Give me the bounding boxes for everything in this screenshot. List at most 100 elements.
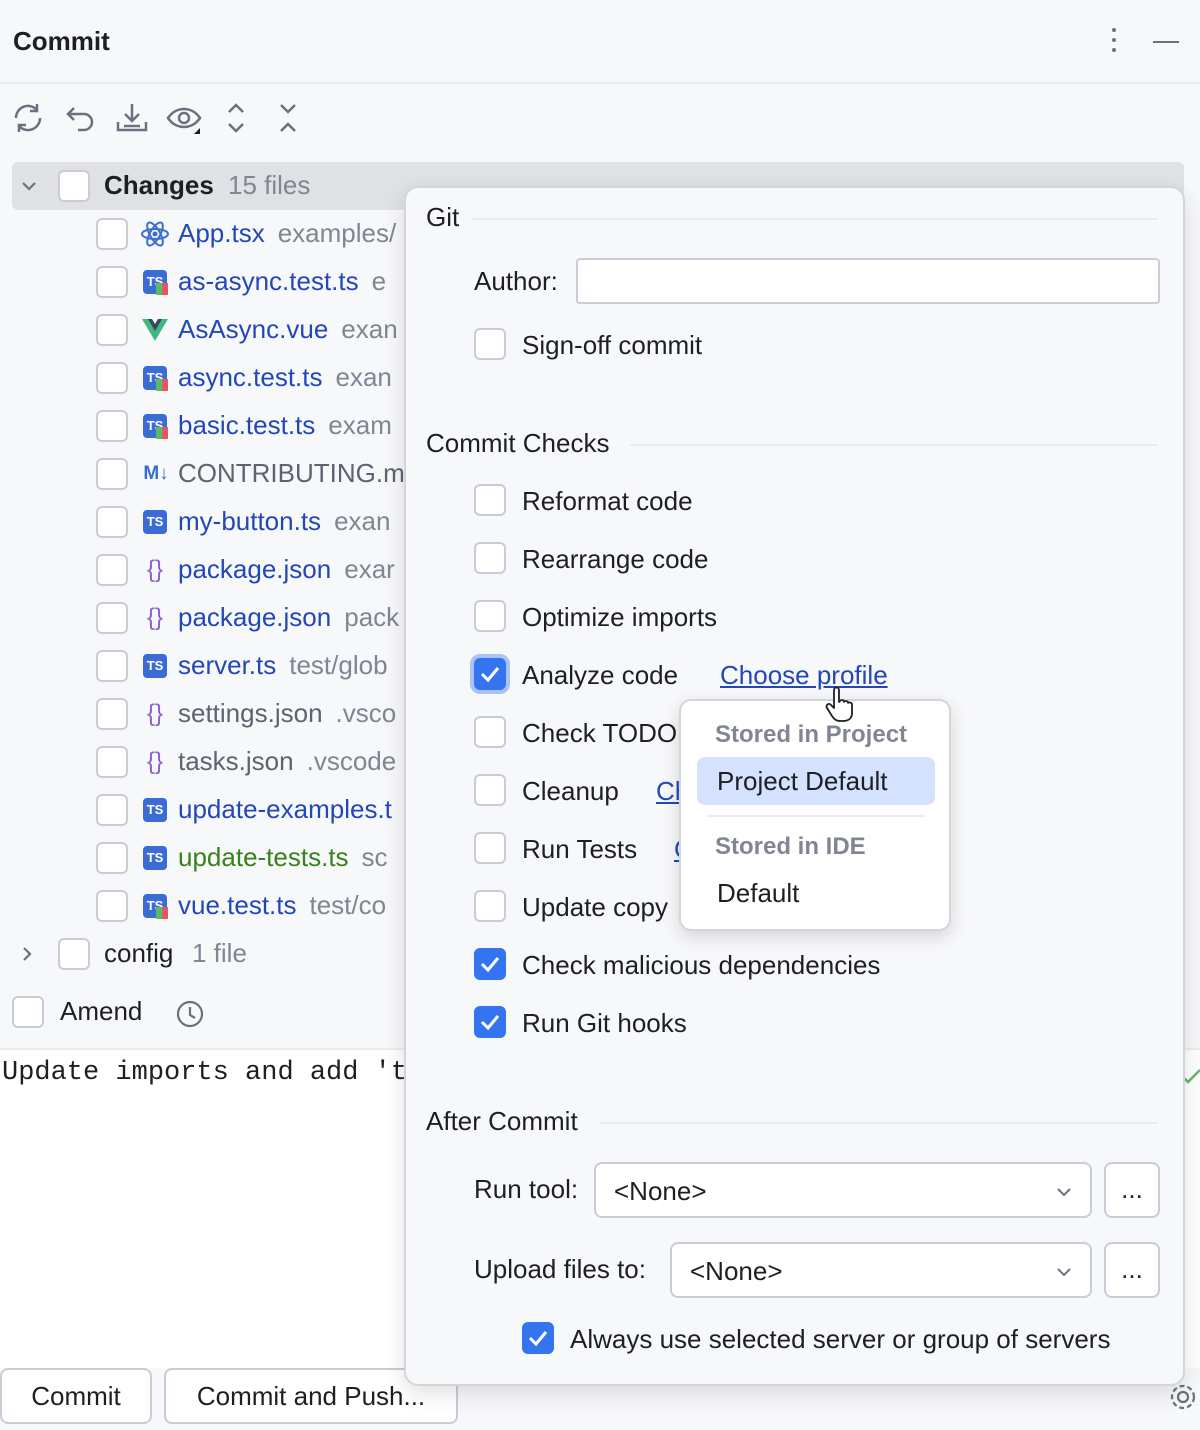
commit-button[interactable]: Commit (0, 1368, 152, 1424)
commit-check-checkbox[interactable] (474, 948, 506, 980)
file-checkbox[interactable] (96, 410, 128, 442)
more-options-icon[interactable] (1104, 28, 1124, 58)
file-row[interactable]: {}tasks.json.vscode (0, 738, 404, 786)
file-checkbox[interactable] (96, 314, 128, 346)
commit-check-checkbox[interactable] (474, 658, 506, 690)
file-path: sc (361, 842, 388, 872)
gear-icon[interactable] (1168, 1382, 1198, 1412)
amend-checkbox[interactable] (12, 996, 44, 1028)
file-checkbox[interactable] (96, 218, 128, 250)
file-checkbox[interactable] (96, 650, 128, 682)
always-use-server-checkbox[interactable] (522, 1322, 554, 1354)
file-name: settings.json (178, 698, 323, 728)
file-name: update-examples.t (178, 794, 392, 824)
changes-checkbox[interactable] (58, 170, 90, 202)
config-checkbox[interactable] (58, 938, 90, 970)
choose-profile-link[interactable]: Choose profile (720, 660, 888, 690)
shelve-icon[interactable] (112, 96, 152, 140)
config-count: 1 file (192, 938, 247, 968)
test-marker-icon (156, 907, 168, 919)
changes-count: 15 files (228, 170, 311, 200)
file-path: exan (334, 506, 391, 536)
file-path: pack (344, 602, 400, 632)
run-tool-select[interactable]: <None> (594, 1162, 1092, 1218)
file-checkbox[interactable] (96, 506, 128, 538)
config-group-row[interactable]: config 1 file (0, 930, 404, 978)
file-checkbox[interactable] (96, 266, 128, 298)
git-section-title: Git (426, 202, 460, 232)
commit-check-checkbox[interactable] (474, 600, 506, 632)
ts-icon: TS (143, 510, 167, 534)
refresh-icon[interactable] (8, 96, 48, 140)
file-row[interactable]: M↓CONTRIBUTING.m (0, 450, 404, 498)
commit-check-checkbox[interactable] (474, 890, 506, 922)
upload-files-select[interactable]: <None> (670, 1242, 1092, 1298)
file-checkbox[interactable] (96, 458, 128, 490)
file-name: async.test.ts (178, 362, 323, 392)
file-path: exan (335, 362, 392, 392)
collapse-all-icon[interactable] (268, 96, 308, 140)
rollback-icon[interactable] (60, 96, 100, 140)
file-row[interactable]: {}settings.json.vsco (0, 690, 404, 738)
commit-check-checkbox[interactable] (474, 716, 506, 748)
file-checkbox[interactable] (96, 890, 128, 922)
chevron-right-icon[interactable] (16, 943, 38, 965)
file-entry: settings.json.vsco (178, 698, 396, 729)
commit-check-checkbox[interactable] (474, 484, 506, 516)
commit-checks-title: Commit Checks (426, 428, 610, 458)
file-checkbox[interactable] (96, 746, 128, 778)
file-checkbox[interactable] (96, 794, 128, 826)
commit-check-checkbox[interactable] (474, 774, 506, 806)
upload-files-browse-button[interactable]: ... (1104, 1242, 1160, 1298)
chevron-down-icon (1057, 1268, 1071, 1277)
file-name: package.json (178, 554, 332, 584)
expand-all-icon[interactable] (216, 96, 256, 140)
run-tool-value: <None> (614, 1176, 707, 1206)
commit-check-checkbox[interactable] (474, 832, 506, 864)
file-checkbox[interactable] (96, 602, 128, 634)
menu-item-project-default[interactable]: Project Default (697, 757, 935, 805)
file-path: examples/ (277, 218, 397, 248)
preview-icon[interactable] (164, 96, 204, 140)
file-checkbox[interactable] (96, 842, 128, 874)
file-name: CONTRIBUTING.m (178, 458, 404, 488)
commit-check-checkbox[interactable] (474, 1006, 506, 1038)
run-tool-browse-button[interactable]: ... (1104, 1162, 1160, 1218)
chevron-down-icon[interactable] (18, 175, 40, 197)
tool-window-title: Commit (13, 26, 110, 56)
author-field[interactable] (576, 258, 1160, 304)
menu-item-default[interactable]: Default (717, 878, 800, 908)
file-path: test/glob (289, 650, 388, 680)
commit-and-push-button[interactable]: Commit and Push... (164, 1368, 458, 1424)
minimize-icon[interactable] (1153, 41, 1179, 43)
commit-check-checkbox[interactable] (474, 542, 506, 574)
file-checkbox[interactable] (96, 554, 128, 586)
file-name: as-async.test.ts (178, 266, 359, 296)
sign-off-checkbox[interactable] (474, 328, 506, 360)
choose-profile-menu: Stored in Project Project Default Stored… (679, 699, 951, 931)
file-entry: CONTRIBUTING.m (178, 458, 404, 489)
author-label: Author: (474, 266, 558, 296)
file-checkbox[interactable] (96, 362, 128, 394)
commit-check-label: Reformat code (522, 486, 693, 516)
run-tool-label: Run tool: (474, 1174, 579, 1204)
history-icon[interactable] (174, 998, 206, 1030)
file-checkbox[interactable] (96, 698, 128, 730)
amend-row: Amend (0, 990, 404, 1038)
